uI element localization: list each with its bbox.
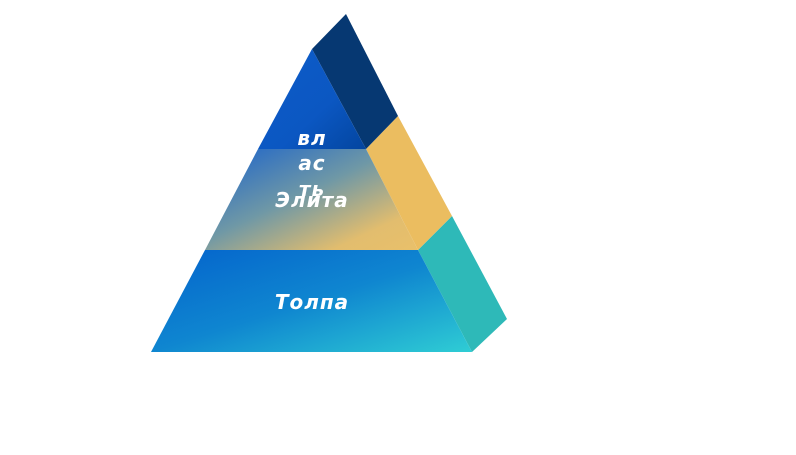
tier-middle-side xyxy=(366,116,452,250)
tier-bottom: Толпа xyxy=(151,216,507,352)
tier-top: вл ас ть xyxy=(258,14,398,201)
tier-top-label-line-2: ас xyxy=(298,151,325,175)
tier-bottom-label: Толпа xyxy=(275,290,349,314)
tier-bottom-side xyxy=(418,216,507,352)
tier-top-label-line-3: ть xyxy=(299,177,325,201)
tier-middle-label: Элита xyxy=(275,188,348,212)
tier-top-label-line-1: вл xyxy=(297,126,326,150)
tier-middle-front xyxy=(205,149,418,250)
tier-middle: Элита xyxy=(205,116,452,250)
tier-top-front xyxy=(258,49,366,149)
tier-bottom-front xyxy=(151,250,472,352)
tier-top-side xyxy=(312,14,398,149)
